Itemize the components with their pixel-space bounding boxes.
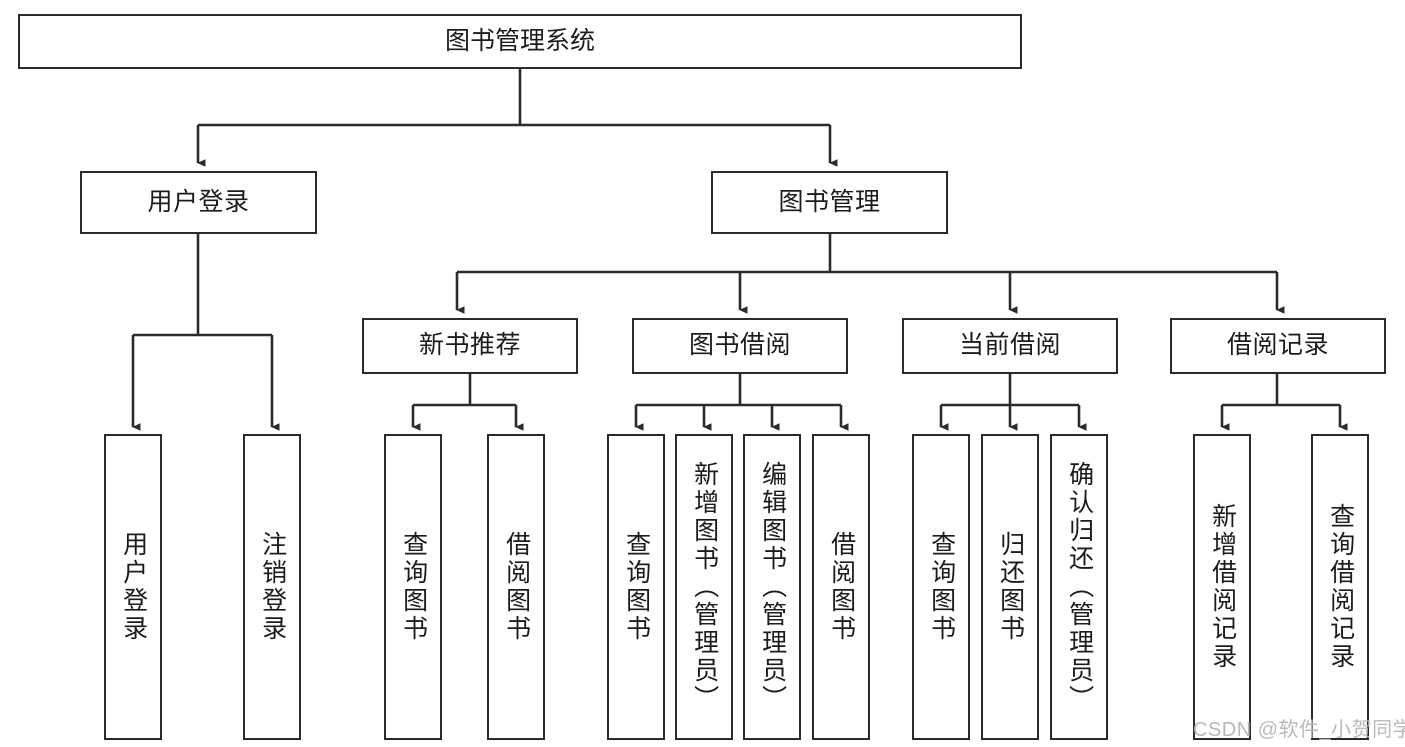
leaf-borrow-edit-book-admin[interactable]: 编辑图书（管理员） bbox=[743, 434, 801, 740]
leaf-borrow-query-book[interactable]: 查询图书 bbox=[607, 434, 665, 740]
node-label: 编辑图书（管理员） bbox=[758, 461, 787, 713]
node-label: 借阅图书 bbox=[502, 531, 531, 643]
node-label: 确认归还（管理员） bbox=[1065, 461, 1094, 713]
node-label: 查询借阅记录 bbox=[1326, 503, 1355, 671]
node-root-book-management-system[interactable]: 图书管理系统 bbox=[18, 14, 1022, 69]
node-label: 当前借阅 bbox=[958, 331, 1061, 360]
node-borrow-records[interactable]: 借阅记录 bbox=[1170, 318, 1386, 374]
node-user-login[interactable]: 用户登录 bbox=[80, 171, 317, 234]
node-label: 新增借阅记录 bbox=[1208, 503, 1237, 671]
node-book-management[interactable]: 图书管理 bbox=[711, 171, 948, 234]
leaf-borrow-add-book-admin[interactable]: 新增图书（管理员） bbox=[675, 434, 733, 740]
node-label: 借阅图书 bbox=[827, 531, 856, 643]
node-label: 图书管理系统 bbox=[444, 26, 595, 55]
leaf-records-query-record[interactable]: 查询借阅记录 bbox=[1311, 434, 1369, 740]
node-label: 借阅记录 bbox=[1226, 331, 1329, 360]
leaf-current-return-book[interactable]: 归还图书 bbox=[981, 434, 1039, 740]
node-label: 注销登录 bbox=[258, 531, 287, 643]
node-label: 新书推荐 bbox=[418, 331, 521, 360]
node-label: 查询图书 bbox=[927, 531, 956, 643]
leaf-current-confirm-return-admin[interactable]: 确认归还（管理员） bbox=[1050, 434, 1108, 740]
node-current-borrow[interactable]: 当前借阅 bbox=[902, 318, 1118, 374]
node-new-book-recommend[interactable]: 新书推荐 bbox=[362, 318, 578, 374]
leaf-borrow-borrow-book[interactable]: 借阅图书 bbox=[812, 434, 870, 740]
node-label: 图书管理 bbox=[778, 187, 881, 216]
leaf-user-login-login[interactable]: 用户登录 bbox=[104, 434, 162, 740]
csdn-watermark: CSDN @软件_小贺同学 bbox=[1193, 719, 1405, 741]
leaf-recommend-borrow-book[interactable]: 借阅图书 bbox=[487, 434, 545, 740]
leaf-records-add-record[interactable]: 新增借阅记录 bbox=[1193, 434, 1251, 740]
node-label: 用户登录 bbox=[147, 187, 250, 216]
node-label: 新增图书（管理员） bbox=[690, 461, 719, 713]
leaf-user-login-logout[interactable]: 注销登录 bbox=[243, 434, 301, 740]
node-label: 用户登录 bbox=[119, 531, 148, 643]
node-label: 图书借阅 bbox=[688, 331, 791, 360]
node-book-borrow[interactable]: 图书借阅 bbox=[632, 318, 848, 374]
leaf-recommend-query-book[interactable]: 查询图书 bbox=[384, 434, 442, 740]
leaf-current-query-book[interactable]: 查询图书 bbox=[912, 434, 970, 740]
node-label: 归还图书 bbox=[996, 531, 1025, 643]
node-label: 查询图书 bbox=[399, 531, 428, 643]
node-label: 查询图书 bbox=[622, 531, 651, 643]
